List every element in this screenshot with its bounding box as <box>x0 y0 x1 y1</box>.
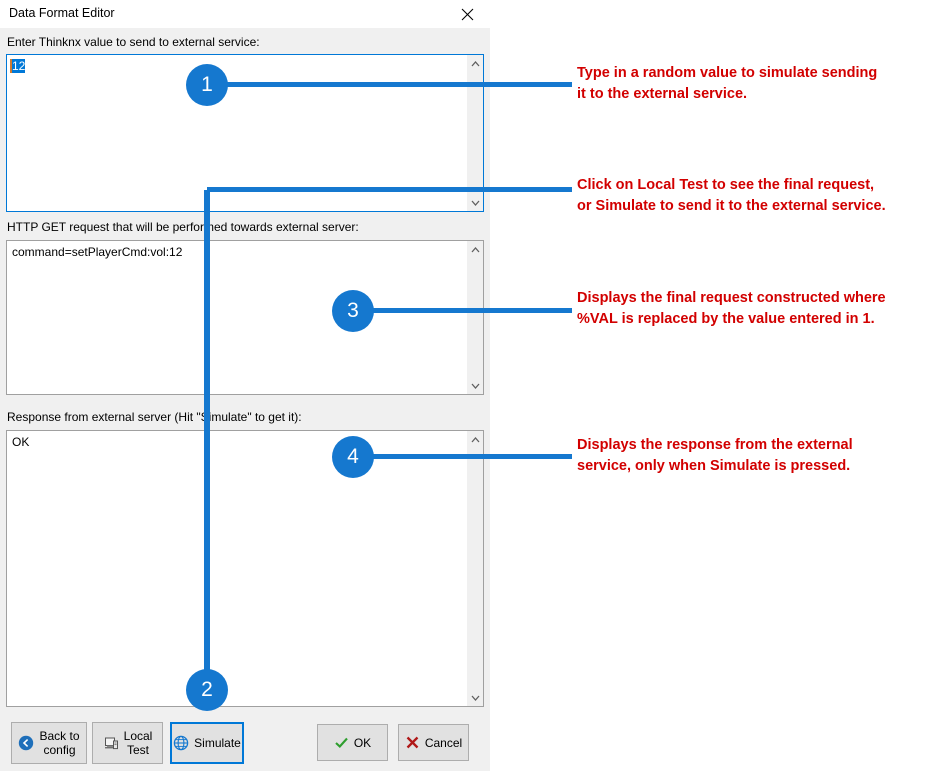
cancel-button[interactable]: Cancel <box>398 724 469 761</box>
scroll-down-icon[interactable] <box>467 194 483 211</box>
window-title: Data Format Editor <box>9 6 115 20</box>
simulate-button[interactable]: Simulate <box>170 722 244 764</box>
ok-button[interactable]: OK <box>317 724 388 761</box>
back-to-config-label: Back to config <box>39 729 80 757</box>
callout-badge-3: 3 <box>332 290 374 332</box>
callout-line-2-vertical <box>204 190 210 690</box>
callout-line-4 <box>353 454 572 459</box>
scroll-up-icon[interactable] <box>467 241 483 258</box>
http-request-content[interactable]: command=setPlayerCmd:vol:12 <box>12 245 183 259</box>
input-value-scrollbar[interactable] <box>466 55 483 211</box>
data-format-editor-dialog: Data Format Editor Enter Thinknx value t… <box>0 0 490 771</box>
close-icon[interactable] <box>452 3 482 25</box>
scroll-down-icon[interactable] <box>467 377 483 394</box>
cross-icon <box>405 735 420 750</box>
scroll-up-icon[interactable] <box>467 55 483 72</box>
callout-line-1 <box>207 82 572 87</box>
server-response-content[interactable]: OK <box>12 435 30 449</box>
http-request-label: HTTP GET request that will be performed … <box>7 220 359 234</box>
globe-icon <box>173 735 189 751</box>
annotation-text-3: Displays the final request constructed w… <box>577 290 886 327</box>
http-request-scrollbar[interactable] <box>466 241 483 394</box>
title-bar: Data Format Editor <box>0 0 490 28</box>
back-to-config-button[interactable]: Back to config <box>11 722 87 764</box>
input-value-text: 12 <box>10 59 26 73</box>
ok-label: OK <box>353 735 372 750</box>
local-test-label: Local Test <box>123 729 153 757</box>
callout-line-2-horizontal <box>207 187 572 192</box>
callout-line-3 <box>353 308 572 313</box>
dialog-button-bar: Back to config Local Test <box>0 715 490 771</box>
server-response-scrollbar[interactable] <box>466 431 483 706</box>
scroll-down-icon[interactable] <box>467 689 483 706</box>
input-value-textarea[interactable]: 12 <box>6 54 484 212</box>
callout-badge-1: 1 <box>186 64 228 106</box>
simulate-label: Simulate <box>194 736 241 750</box>
input-value-content[interactable]: 12 <box>7 55 466 211</box>
callout-badge-2: 2 <box>186 669 228 711</box>
scroll-up-icon[interactable] <box>467 431 483 448</box>
computer-icon <box>103 735 119 751</box>
back-arrow-icon <box>18 735 34 751</box>
server-response-label: Response from external server (Hit "Simu… <box>7 410 302 424</box>
annotation-text-1: Type in a random value to simulate sendi… <box>577 65 878 102</box>
server-response-textarea[interactable]: OK <box>6 430 484 707</box>
http-request-textarea[interactable]: command=setPlayerCmd:vol:12 <box>6 240 484 395</box>
cancel-label: Cancel <box>424 735 463 750</box>
annotation-text-4: Displays the response from the external … <box>577 437 853 474</box>
input-value-label: Enter Thinknx value to send to external … <box>7 35 260 49</box>
callout-badge-4: 4 <box>332 436 374 478</box>
annotation-text-2: Click on Local Test to see the final req… <box>577 177 886 214</box>
check-icon <box>334 735 349 750</box>
local-test-button[interactable]: Local Test <box>92 722 163 764</box>
